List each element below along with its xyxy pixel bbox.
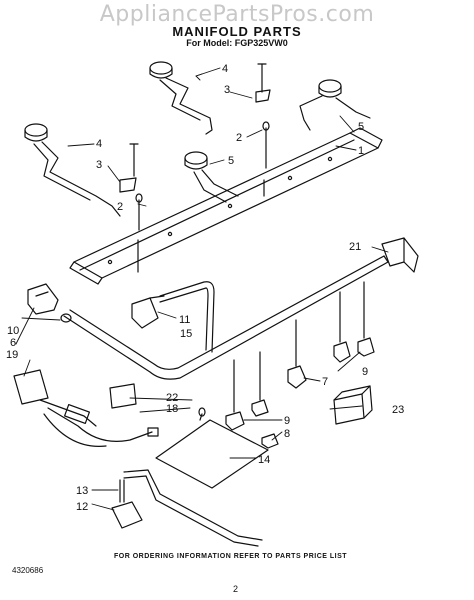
callout-label: 13 bbox=[76, 485, 88, 497]
callout-label: 8 bbox=[284, 428, 290, 440]
callout-label: 6 bbox=[10, 337, 16, 349]
pressure-regulator bbox=[27, 283, 72, 323]
callout-label: 4 bbox=[222, 63, 228, 75]
manifold-pipe bbox=[63, 255, 389, 380]
pipe-bracket bbox=[381, 237, 419, 273]
callout-label: 15 bbox=[180, 328, 192, 340]
igniter-switches bbox=[225, 281, 375, 449]
page-number: 2 bbox=[233, 584, 239, 594]
callout-label: 23 bbox=[392, 404, 404, 416]
callout-label: 2 bbox=[236, 132, 242, 144]
callout-label: 1 bbox=[358, 145, 364, 157]
callout-label: 11 bbox=[179, 314, 190, 326]
ordering-note: FOR ORDERING INFORMATION REFER TO PARTS … bbox=[114, 553, 348, 560]
callout-label: 21 bbox=[349, 241, 361, 253]
watermark: AppliancePartsPros.com bbox=[99, 2, 375, 27]
callout-label: 14 bbox=[258, 454, 270, 466]
manifold-rail bbox=[69, 127, 383, 285]
lower-valve bbox=[111, 479, 143, 529]
burner-valve-front-center bbox=[184, 151, 239, 203]
callout-label: 22 bbox=[166, 392, 178, 404]
callout-label: 5 bbox=[358, 121, 364, 133]
wire-harness bbox=[13, 369, 159, 447]
callout-labels: 1 2 2 3 3 4 4 5 5 6 7 8 9 9 10 11 12 13 … bbox=[6, 63, 404, 513]
heat-shield bbox=[155, 407, 269, 489]
callout-label: 5 bbox=[228, 155, 234, 167]
model-label: For Model: FGP325VW0 bbox=[186, 38, 288, 48]
supply-tube bbox=[159, 281, 215, 353]
document-code: 4320686 bbox=[12, 566, 44, 575]
burner-valve-rear-left bbox=[149, 61, 213, 135]
callout-label: 19 bbox=[6, 349, 18, 361]
callout-label: 10 bbox=[7, 325, 19, 337]
burner-valve-front-left bbox=[24, 123, 121, 217]
lower-tube bbox=[123, 469, 263, 547]
callout-label: 3 bbox=[96, 159, 102, 171]
safety-valve bbox=[131, 295, 165, 329]
leader-lines bbox=[15, 67, 389, 511]
burner-valve-rear-right bbox=[299, 79, 371, 131]
callout-label: 7 bbox=[322, 376, 328, 388]
callout-label: 4 bbox=[96, 138, 102, 150]
callout-label: 3 bbox=[224, 84, 230, 96]
valve-clips bbox=[119, 89, 271, 193]
callout-label: 9 bbox=[284, 415, 290, 427]
mounting-bracket bbox=[109, 383, 137, 409]
callout-label: 18 bbox=[166, 403, 178, 415]
callout-label: 9 bbox=[362, 366, 368, 378]
valve-screws bbox=[129, 63, 270, 273]
spark-module bbox=[333, 385, 373, 425]
callout-label: 12 bbox=[76, 501, 88, 513]
callout-label: 2 bbox=[117, 201, 123, 213]
page-title: MANIFOLD PARTS bbox=[172, 24, 302, 39]
